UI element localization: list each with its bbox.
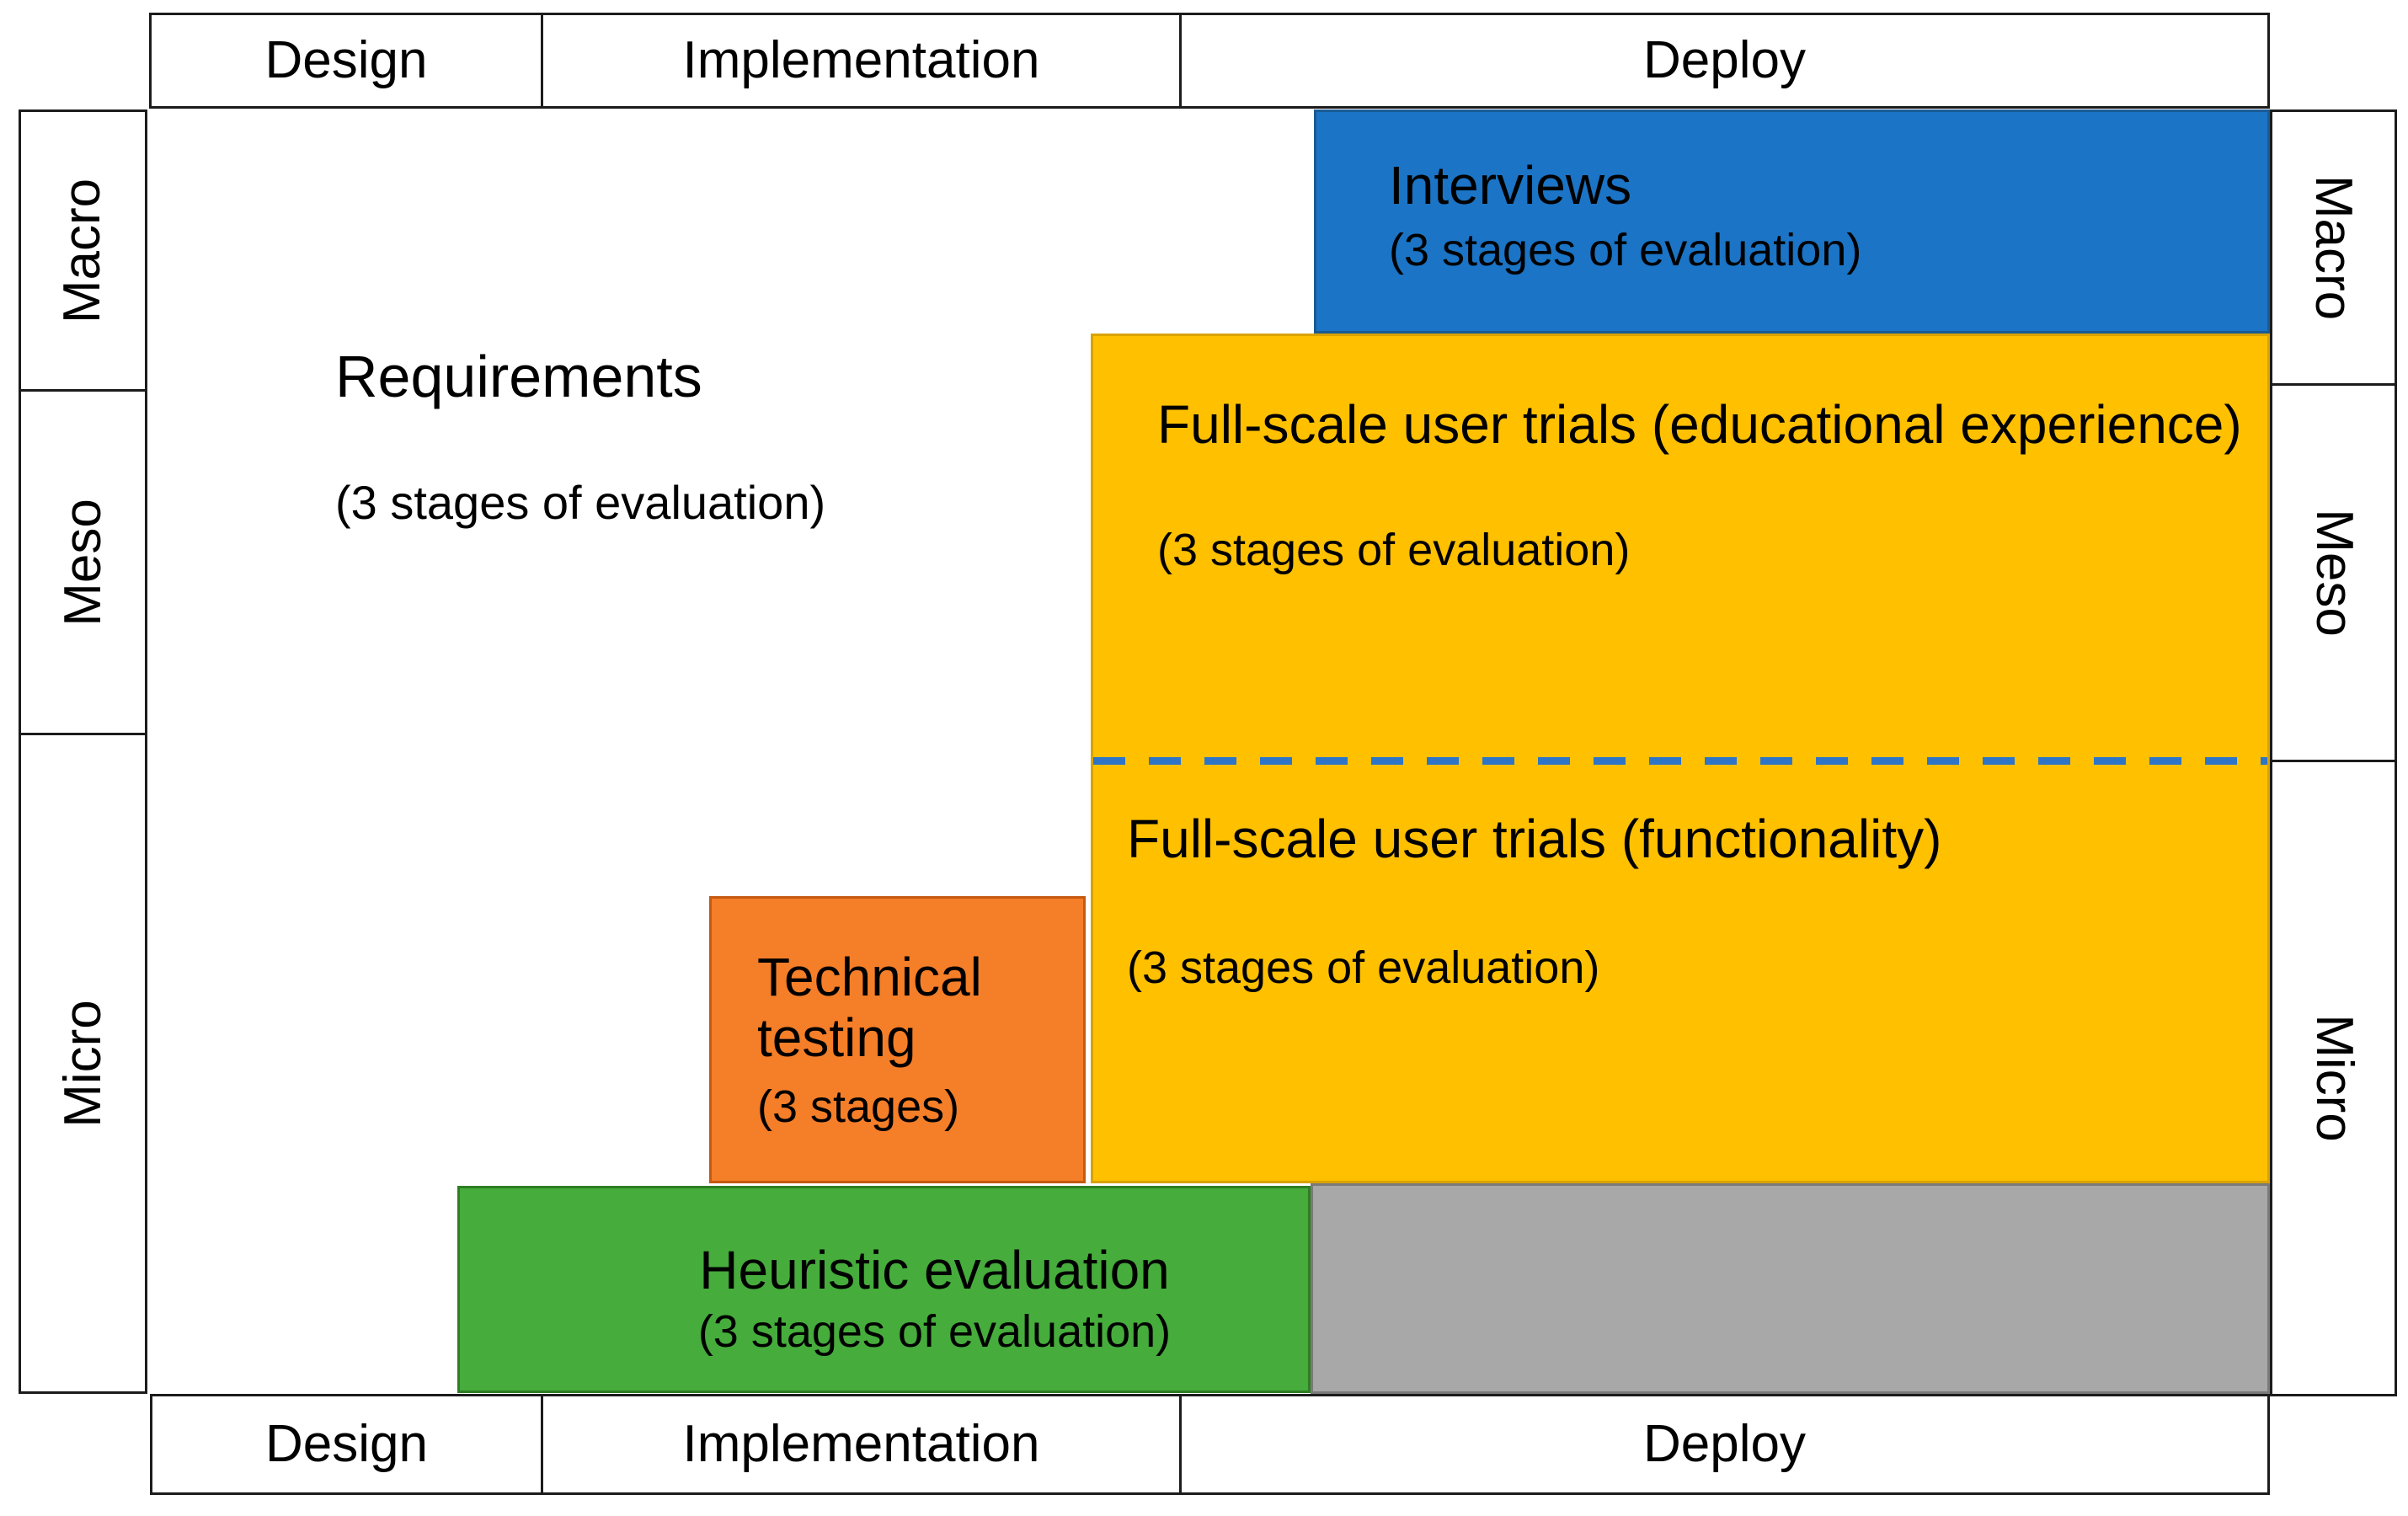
requirements-block: Requirements (3 stages of evaluation) <box>335 344 992 530</box>
right-axis-macro: Macro <box>2270 109 2397 386</box>
top-axis-design: Design <box>149 13 543 109</box>
left-axis-meso-label: Meso <box>53 498 112 627</box>
right-axis-macro-label: Macro <box>2304 174 2363 321</box>
top-axis-deploy: Deploy <box>1179 13 2270 109</box>
unlabeled-gray-block <box>1311 1183 2270 1394</box>
heuristic-evaluation-block: Heuristic evaluation (3 stages of evalua… <box>457 1186 1311 1393</box>
bottom-axis-implementation: Implementation <box>541 1394 1182 1495</box>
left-axis-micro: Micro <box>19 733 147 1394</box>
right-axis-micro-label: Micro <box>2304 1014 2363 1142</box>
full-scale-functionality-title: Full-scale user trials (functionality) <box>1127 809 1942 869</box>
technical-testing-subtitle: (3 stages) <box>757 1081 960 1133</box>
heuristic-evaluation-subtitle: (3 stages of evaluation) <box>697 1305 1172 1357</box>
top-axis-implementation-label: Implementation <box>682 31 1040 89</box>
technical-testing-title: Technical testing <box>757 947 982 1068</box>
top-axis-deploy-label: Deploy <box>1643 31 1806 89</box>
right-axis-meso: Meso <box>2270 383 2397 762</box>
bottom-axis-design-label: Design <box>265 1415 428 1473</box>
requirements-title: Requirements <box>335 344 702 409</box>
left-axis-macro: Macro <box>19 109 147 392</box>
bottom-axis-design: Design <box>150 1394 543 1495</box>
right-axis-meso-label: Meso <box>2304 509 2363 637</box>
bottom-axis-deploy-label: Deploy <box>1643 1415 1806 1473</box>
top-axis-design-label: Design <box>264 31 428 89</box>
left-axis-meso: Meso <box>19 389 147 735</box>
left-axis-macro-label: Macro <box>53 178 112 323</box>
left-axis-micro-label: Micro <box>53 999 112 1128</box>
interviews-title: Interviews <box>1389 155 1632 216</box>
dashed-divider-line <box>1093 757 2267 765</box>
full-scale-functionality-subtitle: (3 stages of evaluation) <box>1127 942 1600 993</box>
full-scale-user-trials-block: Full-scale user trials (educational expe… <box>1091 334 2270 1183</box>
full-scale-educational-section: Full-scale user trials (educational expe… <box>1157 394 2242 575</box>
interviews-subtitle: (3 stages of evaluation) <box>1389 224 1862 275</box>
heuristic-evaluation-title: Heuristic evaluation <box>699 1240 1170 1300</box>
right-axis-micro: Micro <box>2270 760 2397 1396</box>
full-scale-educational-subtitle: (3 stages of evaluation) <box>1157 524 1631 575</box>
full-scale-educational-title: Full-scale user trials (educational expe… <box>1157 394 2242 455</box>
bottom-axis-implementation-label: Implementation <box>682 1415 1040 1473</box>
top-axis-implementation: Implementation <box>541 13 1182 109</box>
technical-testing-block: Technical testing (3 stages) <box>709 896 1086 1183</box>
full-scale-functionality-section: Full-scale user trials (functionality) (… <box>1127 809 1941 993</box>
interviews-block: Interviews (3 stages of evaluation) <box>1314 109 2270 334</box>
bottom-axis-deploy: Deploy <box>1179 1394 2270 1495</box>
requirements-subtitle: (3 stages of evaluation) <box>335 476 826 530</box>
